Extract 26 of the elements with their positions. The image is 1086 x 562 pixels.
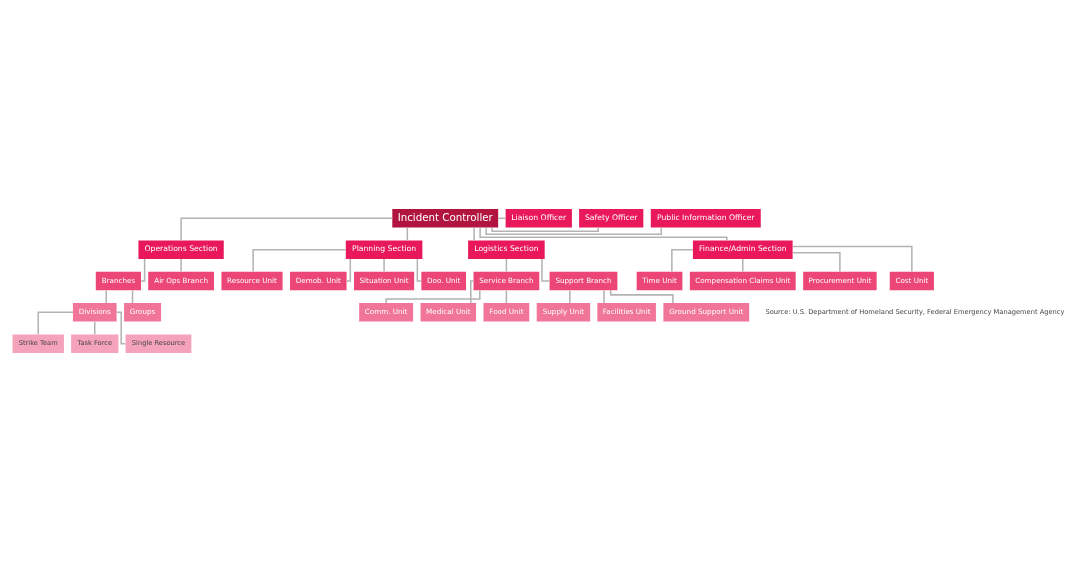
connector [603,289,605,304]
connector [609,289,674,304]
connector [541,258,551,282]
connector [473,226,475,241]
connector [385,289,481,304]
connector [485,226,663,235]
connector [742,258,744,273]
connector [383,258,385,273]
connector [94,321,96,336]
connector [569,289,571,304]
connector [416,258,422,282]
node-box: Incident Controller [392,209,499,228]
connector [252,248,347,273]
connector [140,258,146,282]
connector [180,217,394,241]
connector [479,226,728,242]
connector [180,258,182,273]
connector [115,311,127,345]
connector [105,289,107,304]
connector [671,248,694,273]
connector [792,251,841,273]
connector [345,258,352,282]
connector [37,311,74,336]
connector [792,245,913,273]
connector [491,226,599,232]
connector [470,280,475,304]
